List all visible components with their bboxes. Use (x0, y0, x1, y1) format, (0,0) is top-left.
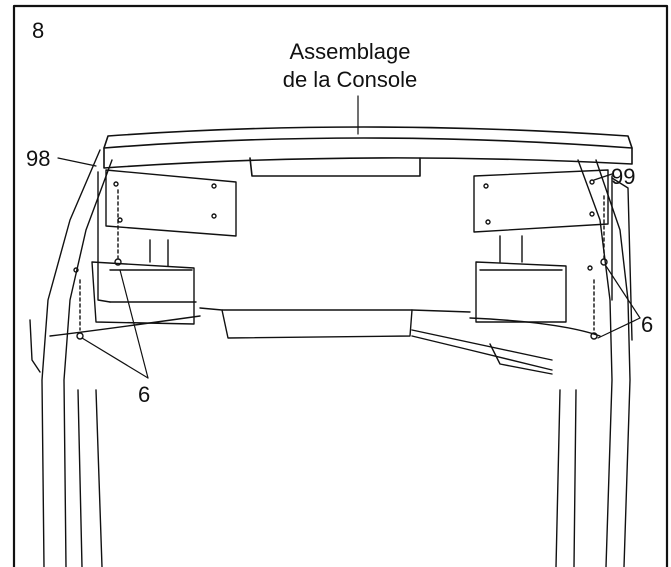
screw-set (73, 189, 608, 340)
upright-left (29, 149, 113, 567)
screw-6-label-left: 6 (138, 382, 151, 407)
part-99-label: 99 (611, 164, 636, 189)
console-assembly-title-line1: Assemblage (289, 39, 411, 64)
upright-right (555, 159, 633, 567)
frame-border (12, 4, 669, 567)
console-bracket-right (473, 169, 613, 323)
screw-6-label-right: 6 (641, 312, 654, 337)
leader-lines (57, 95, 641, 379)
console-assembly-title: Assemblage de la Console (230, 38, 470, 94)
crossbar (199, 307, 553, 375)
console-assembly-title-line2: de la Console (282, 67, 418, 92)
base-arc (49, 315, 601, 337)
console-top-cap (103, 126, 633, 177)
step-number: 8 (32, 18, 45, 43)
part-98-label: 98 (26, 146, 51, 171)
console-bracket-left (91, 169, 237, 325)
